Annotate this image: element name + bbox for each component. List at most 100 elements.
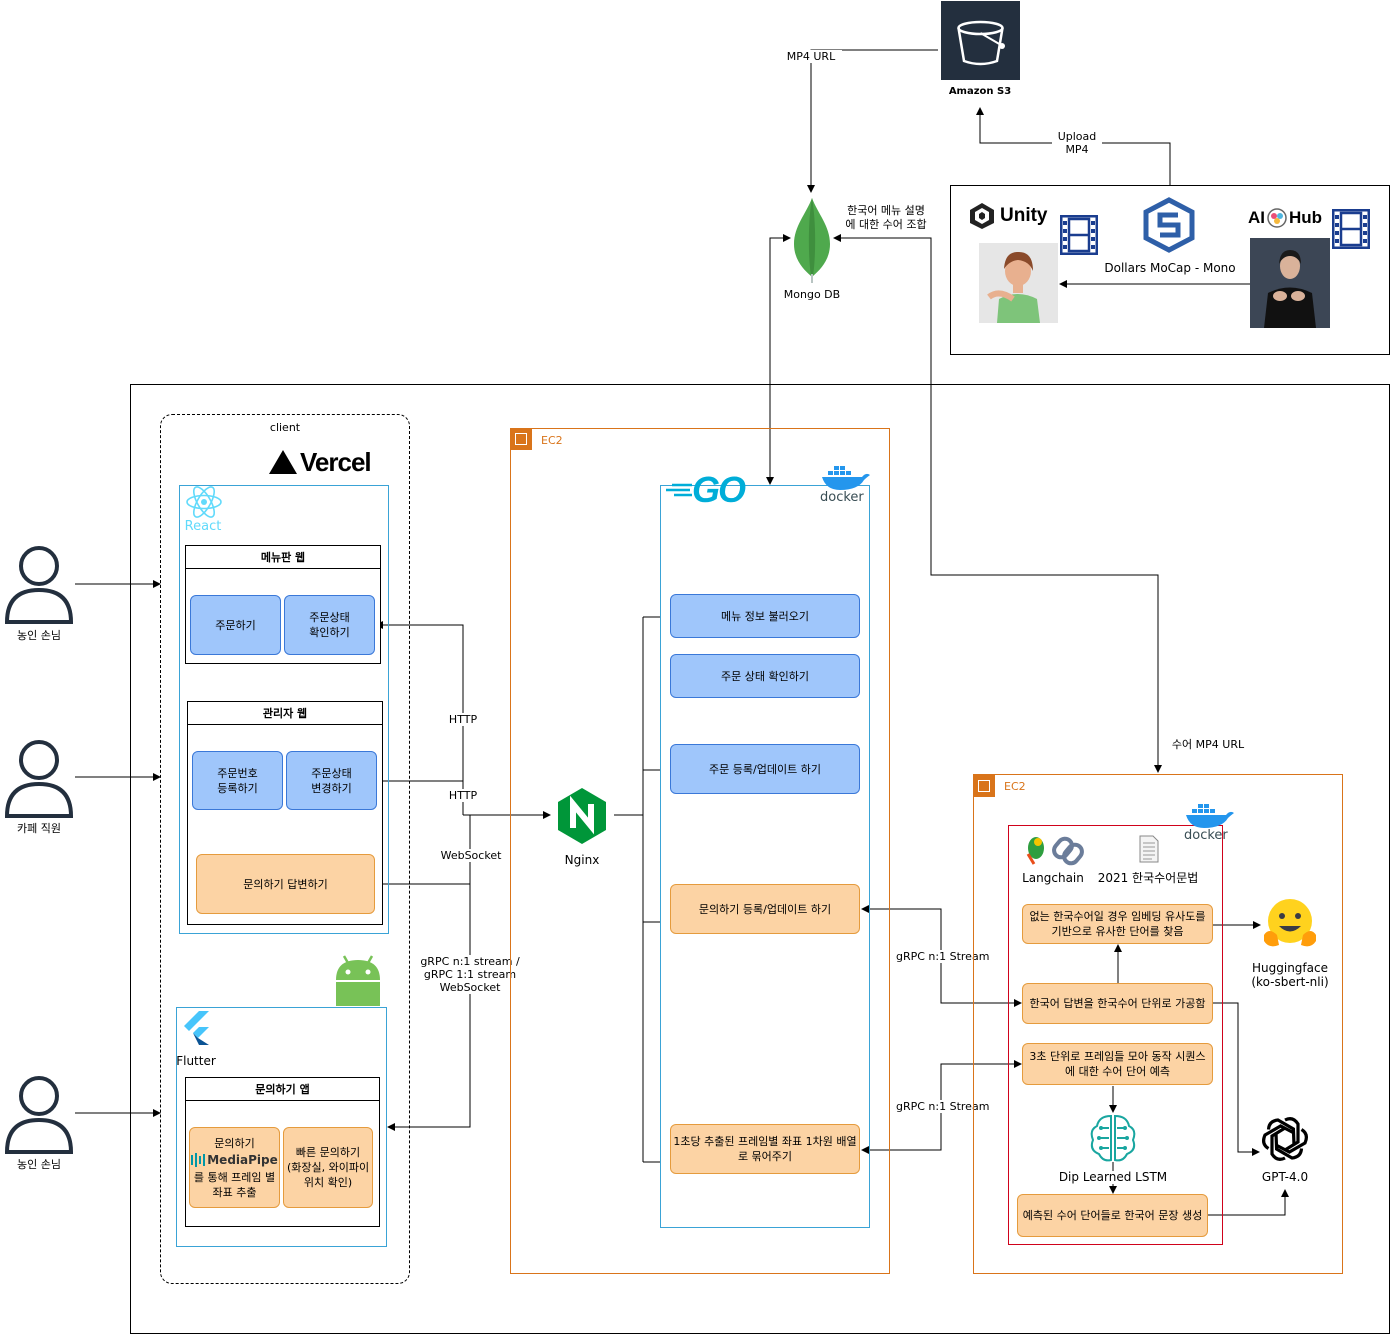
lstm-icon: [1087, 1112, 1139, 1164]
ec2-left-icon: [510, 428, 532, 450]
ec2-right: [973, 774, 1343, 1274]
go-label: GO: [692, 469, 746, 510]
source-panel: [950, 185, 1390, 355]
docker-logo-right: docker: [1182, 800, 1236, 846]
mongodb-label: Mongo DB: [783, 288, 841, 301]
translate-box: 한국어 답변을 한국수어 단위로 가공함: [1022, 983, 1213, 1024]
huggingface-icon: [1261, 897, 1319, 951]
gpt-icon: [1260, 1114, 1310, 1164]
aihub-hub-label: Hub: [1289, 208, 1323, 227]
ec2-right-icon: [973, 775, 995, 797]
film-icon-aihub: [1331, 208, 1371, 250]
s3-label: Amazon S3: [948, 86, 1012, 97]
change-status-button[interactable]: 주문상태 변경하기: [286, 751, 377, 810]
film-icon-unity: [1059, 214, 1099, 256]
menu-info-box: 메뉴 정보 불러오기: [670, 594, 860, 638]
client-group: [160, 414, 410, 1284]
aihub-brain-icon: [1267, 208, 1287, 228]
admin-web-title: 관리자 웹: [188, 702, 382, 725]
gpt-label: GPT-4.0: [1255, 1171, 1315, 1184]
order-register-box: 주문 등록/업데이트 하기: [670, 744, 860, 794]
flutter-label: Flutter: [176, 1054, 216, 1068]
react-icon: [184, 484, 224, 520]
quick-inquiry-button[interactable]: 빠른 문의하기 (화장실, 와이파이 위치 확인): [283, 1127, 373, 1208]
aihub-ai-label: AI: [1248, 208, 1265, 227]
sentence-box: 예측된 수어 단어들로 한국어 문장 생성: [1017, 1194, 1208, 1237]
menu-web-title: 메뉴판 웹: [186, 546, 380, 569]
edge-label-http-1: HTTP: [446, 713, 480, 726]
signer-image: [1250, 238, 1330, 328]
edge-label-sign-mp4-url: 수어 MP4 URL: [1168, 738, 1248, 751]
order-status-box: 주문 상태 확인하기: [670, 654, 860, 698]
mediapipe-logo: MediaPipe: [191, 1153, 278, 1168]
docker-label-left: docker: [820, 490, 864, 505]
order-status-button[interactable]: 주문상태 확인하기: [284, 595, 375, 655]
edge-nginx-bus: [614, 616, 660, 1163]
document-icon: [1138, 834, 1160, 864]
edge-sentence-gpt: [1208, 1189, 1289, 1216]
client-title: client: [269, 421, 301, 434]
nginx-icon: [555, 786, 609, 846]
inquiry-button[interactable]: 문의하기 MediaPipe 를 통해 프레임 별 좌표 추출: [189, 1127, 280, 1208]
react-label: React: [184, 519, 222, 534]
vercel-icon: [269, 450, 297, 474]
s3-icon: [941, 1, 1020, 80]
edge-label-grpc-stream-2: gRPC n:1 Stream: [896, 1100, 990, 1113]
vercel-logo: Vercel: [268, 446, 393, 478]
ec2-left: [510, 428, 890, 1274]
ec2-left-label: EC2: [541, 434, 563, 447]
aihub-logo: AI Hub: [1248, 204, 1338, 232]
user-label: 농인 손님: [17, 1158, 61, 1171]
grammar-label: 2021 한국수어문법: [1097, 871, 1199, 885]
lstm-label: Dip Learned LSTM: [1058, 1170, 1168, 1184]
inquiry-register-box: 문의하기 등록/업데이트 하기: [670, 884, 860, 934]
vercel-label: Vercel: [300, 446, 372, 477]
android-icon: [332, 954, 384, 1006]
flutter-container: [176, 1007, 387, 1247]
langchain-icon: [1022, 834, 1086, 866]
docker-whale-icon: [1186, 804, 1234, 828]
edge-mongo-ec2right: [833, 234, 1162, 773]
dollars-mocap-label: Dollars MoCap - Mono: [1104, 261, 1236, 275]
mediapipe-label: MediaPipe: [207, 1152, 278, 1167]
edge-http-menu: [375, 621, 464, 815]
huggingface-label: Huggingface (ko-sbert-nli): [1251, 961, 1329, 989]
docker-label-right: docker: [1184, 828, 1228, 843]
answer-inquiry-button[interactable]: 문의하기 답변하기: [196, 854, 375, 914]
go-speed-lines: [666, 483, 692, 497]
register-order-button[interactable]: 주문번호 등록하기: [192, 751, 283, 810]
inquiry-app-title: 문의하기 앱: [186, 1078, 379, 1101]
unity-icon: [970, 203, 994, 229]
inquiry-label: 문의하기: [214, 1136, 255, 1150]
go-container: [660, 485, 870, 1228]
edge-label-http-2: HTTP: [446, 789, 480, 802]
edge-label-mp4-url: MP4 URL: [780, 50, 842, 63]
go-logo: GO: [666, 469, 766, 510]
edge-mongo-go: [766, 234, 791, 485]
edge-label-grpc-client: gRPC n:1 stream / gRPC 1:1 stream WebSoc…: [420, 955, 520, 994]
docker-logo-left: docker: [818, 462, 872, 508]
similar-word-box: 없는 한국수어일 경우 임베딩 유사도를 기반으로 유사한 단어를 찾음: [1022, 904, 1213, 944]
docker-whale-icon: [822, 466, 870, 490]
unity-label: Unity: [1000, 205, 1048, 226]
avatar-image: [979, 243, 1058, 323]
user-label: 농인 손님: [17, 629, 61, 642]
edge-translate-gpt: [1213, 1002, 1260, 1156]
edge-label-menu-sign: 한국어 메뉴 설명 에 대한 수어 조합: [845, 204, 927, 231]
edge-label-upload-mp4: Upload MP4: [1052, 130, 1102, 156]
dollars-mocap-icon: [1142, 197, 1196, 253]
flutter-icon: [181, 1010, 211, 1046]
edge-label-websocket: WebSocket: [440, 849, 502, 862]
mongodb-icon: [790, 196, 834, 284]
user-icon: [3, 738, 75, 818]
order-button[interactable]: 주문하기: [190, 595, 281, 655]
predict-box: 3초 단위로 프레임들 모아 동작 시퀀스 에 대한 수어 단어 예측: [1022, 1043, 1213, 1085]
system-boundary: [130, 384, 1390, 1334]
langchain-label: Langchain: [1022, 871, 1084, 885]
edge-label-grpc-stream-1: gRPC n:1 Stream: [896, 950, 990, 963]
nginx-label: Nginx: [564, 853, 600, 867]
user-icon: [3, 1074, 75, 1154]
inquiry-desc: 를 통해 프레임 별 좌표 추출: [193, 1170, 276, 1199]
edge-s3-mongo: [807, 49, 938, 193]
ai-container: [1008, 825, 1223, 1245]
